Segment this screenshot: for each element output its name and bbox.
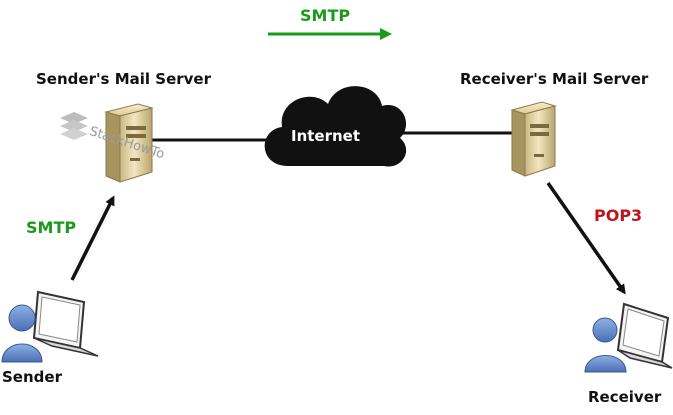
receiver-server-label: Receiver's Mail Server (460, 70, 649, 88)
receiver-server-icon (510, 101, 557, 177)
sender-to-server-arrow (70, 195, 115, 281)
server-to-receiver-arrow (546, 181, 626, 295)
left-smtp-label: SMTP (26, 218, 77, 237)
sender-server-label: Sender's Mail Server (36, 70, 211, 88)
receiver-label: Receiver (588, 388, 662, 406)
sender-laptop-icon (32, 290, 99, 357)
sender-person-icon (1, 304, 43, 363)
internet-label: Internet (291, 127, 361, 145)
sender-label: Sender (2, 368, 62, 386)
receiver-person-icon (584, 317, 627, 373)
watermark-stack-icon (60, 112, 88, 140)
receiver-laptop-icon (616, 302, 673, 369)
internet-cloud-icon (264, 86, 407, 167)
pop3-label: POP3 (594, 206, 643, 225)
top-smtp-label: SMTP (300, 6, 351, 25)
sender-server-icon (104, 103, 154, 183)
